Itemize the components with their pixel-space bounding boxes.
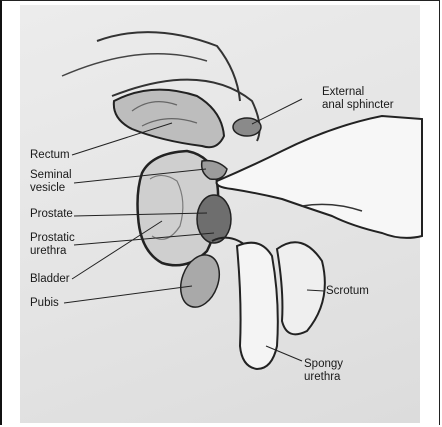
label-prostatic-urethra: Prostatic urethra xyxy=(30,232,75,258)
anal-sphincter-shape xyxy=(233,118,261,136)
leader-pubis xyxy=(64,286,192,303)
scrotum-shape xyxy=(277,242,325,334)
label-external-anal-sphincter: External anal sphincter xyxy=(322,86,394,112)
label-prostate: Prostate xyxy=(30,208,73,221)
label-scrotum: Scrotum xyxy=(326,285,369,298)
label-spongy-urethra: Spongy urethra xyxy=(304,358,343,384)
prostate-shape xyxy=(197,195,231,243)
leader-rectum xyxy=(72,123,172,155)
penis-shape xyxy=(237,243,278,369)
back-curve xyxy=(62,54,207,76)
label-seminal-vesicle: Seminal vesicle xyxy=(30,169,72,195)
leader-external-anal-sphincter xyxy=(252,99,302,124)
label-rectum: Rectum xyxy=(30,149,70,162)
label-bladder: Bladder xyxy=(30,273,70,286)
label-pubis: Pubis xyxy=(30,297,59,310)
